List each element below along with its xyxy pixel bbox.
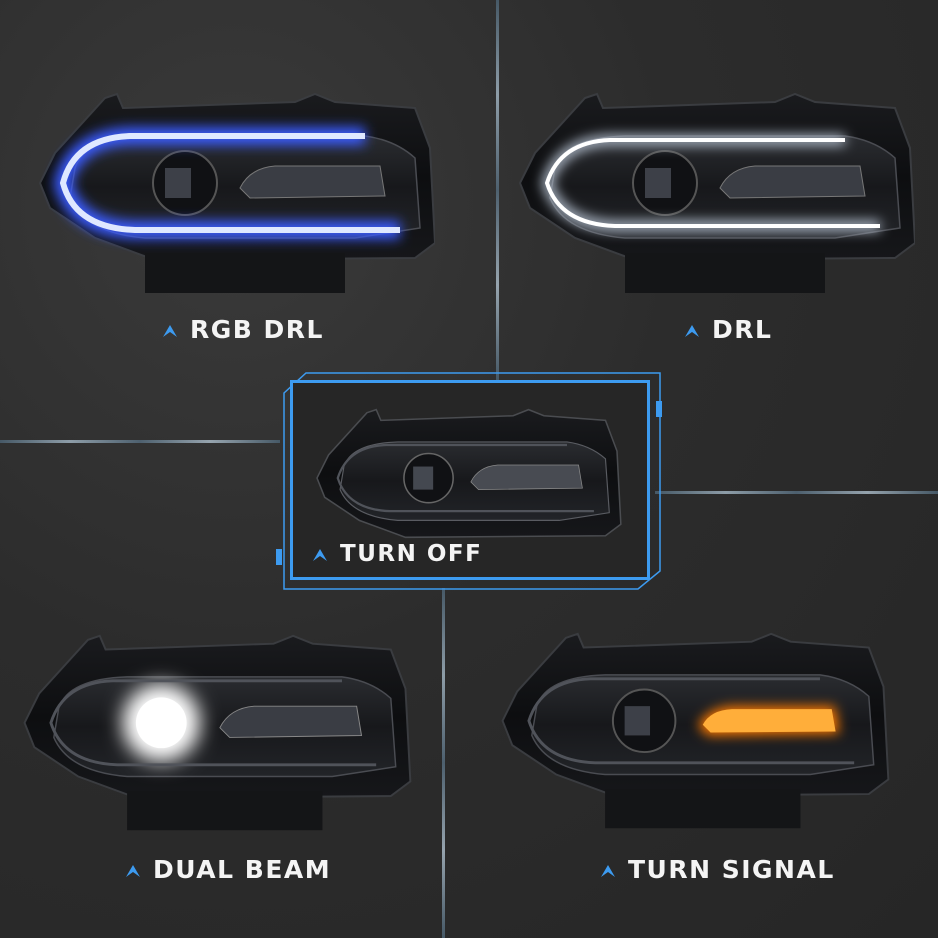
center-frame-outer	[276, 371, 662, 591]
chevron-up-icon	[685, 324, 699, 337]
label-drl: DRL	[684, 315, 772, 344]
panel-dual-beam	[15, 630, 415, 840]
divider-horizontal-left	[0, 440, 280, 443]
panel-rgb-drl	[35, 88, 437, 303]
divider-vertical-top	[496, 0, 499, 380]
headlight-image	[23, 634, 412, 831]
chevron-up-icon	[163, 324, 177, 337]
label-rgb-drl: RGB DRL	[162, 315, 324, 344]
chevron-up-icon	[313, 549, 327, 561]
headlight-image	[316, 408, 622, 539]
chevron-up-icon	[126, 864, 140, 877]
label-text: RGB DRL	[190, 315, 324, 344]
panel-drl	[515, 88, 917, 303]
divider-vertical-bottom	[442, 588, 445, 938]
panel-turn-signal	[488, 628, 898, 838]
headlight-image	[501, 632, 890, 829]
label-text: DRL	[712, 315, 773, 344]
panel-turn-off	[312, 405, 622, 555]
label-turn-off: TURN OFF	[312, 541, 482, 567]
label-turn-signal: TURN SIGNAL	[600, 855, 835, 884]
headlight-image	[38, 92, 437, 293]
chevron-up-icon	[601, 864, 615, 877]
label-text: DUAL BEAM	[153, 855, 332, 884]
divider-horizontal-right	[655, 491, 938, 494]
label-dual-beam: DUAL BEAM	[125, 855, 331, 884]
label-text: TURN OFF	[340, 541, 483, 567]
headlight-image	[518, 92, 917, 293]
label-text: TURN SIGNAL	[628, 855, 835, 884]
